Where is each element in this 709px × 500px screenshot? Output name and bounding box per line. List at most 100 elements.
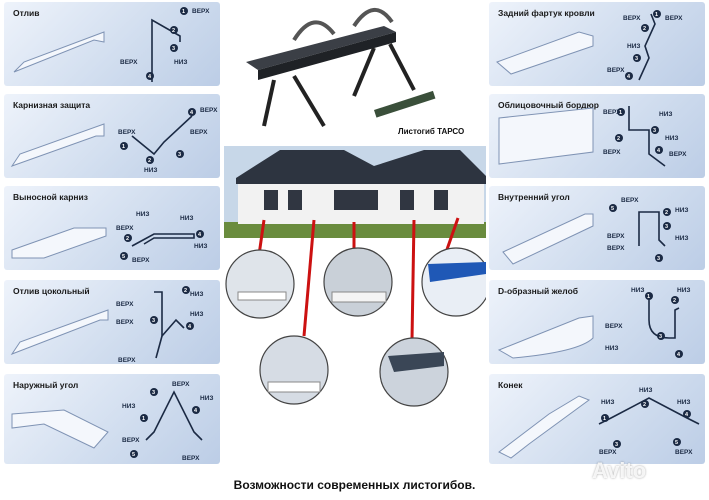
svg-text:1: 1 — [603, 416, 606, 422]
label-top: ВЕРХ — [200, 107, 218, 114]
panel-title: Наружный угол — [13, 380, 79, 390]
panel-karniznaya-zashchita: Карнизная защита ВЕРХ 4 ВЕРХ 1 2 3 ВЕРХ … — [4, 94, 220, 178]
profile-diagram: ВЕРХ НИЗ ВЕРХ НИЗ ВЕРХ 5 2 3 3 — [502, 197, 688, 265]
profile-diagram: ВЕРХ ВЕРХ НИЗ ВЕРХ 2 1 3 4 — [496, 10, 683, 81]
svg-text:2: 2 — [665, 210, 668, 216]
svg-text:2: 2 — [172, 28, 175, 34]
svg-text:3: 3 — [657, 256, 660, 262]
panel-title: Облицовочный бордюр — [498, 100, 599, 110]
profile-diagram: НИЗ НИЗ ВЕРХ НИЗ 1 2 3 4 — [497, 287, 690, 359]
label-bottom: НИЗ — [677, 287, 690, 294]
label-bottom: НИЗ — [627, 43, 640, 50]
avito-watermark: Avito — [592, 458, 647, 483]
label-top: ВЕРХ — [603, 109, 621, 116]
svg-text:2: 2 — [673, 298, 676, 304]
svg-text:5: 5 — [611, 206, 614, 212]
label-bottom: НИЗ — [180, 215, 193, 222]
panel-otliv-tsokolny: Отлив цокольный ВЕРХ НИЗ ВЕРХ НИЗ ВЕРХ 2… — [4, 280, 220, 364]
svg-text:1: 1 — [142, 416, 145, 422]
machine-label: Листогиб ТАРСО — [398, 127, 465, 136]
svg-text:3: 3 — [152, 318, 155, 324]
svg-text:3: 3 — [659, 334, 662, 340]
panel-title: Карнизная защита — [13, 100, 91, 110]
label-top: ВЕРХ — [120, 59, 138, 66]
label-top: ВЕРХ — [116, 225, 134, 232]
svg-text:3: 3 — [635, 56, 638, 62]
svg-text:2: 2 — [184, 288, 187, 294]
svg-text:3: 3 — [653, 128, 656, 134]
label-top: ВЕРХ — [675, 449, 693, 456]
svg-text:4: 4 — [627, 74, 631, 80]
svg-text:3: 3 — [172, 46, 175, 52]
svg-text:2: 2 — [148, 158, 151, 164]
panel-title: Конек — [498, 380, 523, 390]
label-top: ВЕРХ — [118, 129, 136, 136]
label-top: ВЕРХ — [603, 149, 621, 156]
profile-diagram: ВЕРХ 4 ВЕРХ 1 2 3 ВЕРХ НИЗ — [10, 107, 218, 174]
label-bottom: НИЗ — [190, 291, 203, 298]
svg-text:3: 3 — [152, 390, 155, 396]
detail-circles — [225, 247, 486, 407]
profile-diagram: НИЗ НИЗ НИЗ ВЕРХ ВЕРХ 1 2 4 3 5 — [498, 387, 700, 459]
svg-text:2: 2 — [643, 402, 646, 408]
svg-text:3: 3 — [178, 152, 181, 158]
svg-text:4: 4 — [677, 352, 681, 358]
panel-title: Отлив цокольный — [13, 286, 90, 296]
label-bottom: НИЗ — [122, 403, 135, 410]
svg-text:1: 1 — [647, 294, 650, 300]
svg-text:2: 2 — [126, 236, 129, 242]
panel-vynosnoy-karniz: Выносной карниз НИЗ НИЗ ВЕРХ НИЗ ВЕРХ 2 … — [4, 186, 220, 270]
panel-title: D-образный желоб — [498, 286, 579, 296]
label-top: ВЕРХ — [669, 151, 687, 158]
label-bottom: НИЗ — [136, 211, 149, 218]
profile-diagram: ВЕРХ НИЗ ВЕРХ НИЗ ВЕРХ 1 3 2 4 — [498, 106, 687, 167]
label-top: ВЕРХ — [118, 357, 136, 364]
svg-text:1: 1 — [122, 144, 125, 150]
label-bottom: НИЗ — [144, 167, 157, 174]
label-top: ВЕРХ — [192, 8, 210, 15]
svg-text:2: 2 — [643, 26, 646, 32]
panel-otliv: Отлив 1 ВЕРХ 3 2 ВЕРХ 4 НИЗ — [4, 2, 220, 86]
label-top: ВЕРХ — [621, 197, 639, 204]
panel-d-zhelob: D-образный желоб НИЗ НИЗ ВЕРХ НИЗ 1 2 3 … — [489, 280, 705, 364]
panel-title: Отлив — [13, 8, 40, 18]
label-top: ВЕРХ — [190, 129, 208, 136]
profile-diagram: НИЗ НИЗ ВЕРХ НИЗ ВЕРХ 2 4 5 — [11, 211, 207, 264]
center-illustration — [224, 8, 486, 407]
label-top: ВЕРХ — [132, 257, 150, 264]
svg-text:1: 1 — [182, 9, 185, 15]
label-bottom: НИЗ — [639, 387, 652, 394]
svg-text:3: 3 — [665, 224, 668, 230]
panel-naruzhny-ugol: Наружный угол ВЕРХ НИЗ НИЗ ВЕРХ ВЕРХ 3 1… — [4, 374, 220, 464]
label-top: ВЕРХ — [172, 381, 190, 388]
panel-title: Выносной карниз — [13, 192, 89, 202]
label-top: ВЕРХ — [116, 301, 134, 308]
panel-title: Задний фартук кровли — [498, 8, 595, 18]
label-top: ВЕРХ — [607, 245, 625, 252]
svg-text:1: 1 — [619, 110, 622, 116]
label-bottom: НИЗ — [174, 59, 187, 66]
svg-text:4: 4 — [190, 110, 194, 116]
label-bottom: НИЗ — [200, 395, 213, 402]
svg-text:4: 4 — [188, 324, 192, 330]
panel-konek: Конек НИЗ НИЗ НИЗ ВЕРХ ВЕРХ 1 2 4 3 5 — [489, 374, 705, 464]
label-bottom: НИЗ — [190, 311, 203, 318]
profile-diagram: ВЕРХ НИЗ ВЕРХ НИЗ ВЕРХ 2 3 4 — [10, 286, 203, 364]
label-top: ВЕРХ — [623, 15, 641, 22]
panel-vnutrenny-ugol: Внутренний угол ВЕРХ НИЗ ВЕРХ НИЗ ВЕРХ 5… — [489, 186, 705, 270]
label-bottom: НИЗ — [659, 111, 672, 118]
svg-text:4: 4 — [657, 148, 661, 154]
label-top: ВЕРХ — [599, 449, 617, 456]
label-bottom: НИЗ — [665, 135, 678, 142]
label-bottom: НИЗ — [675, 207, 688, 214]
svg-text:4: 4 — [148, 74, 152, 80]
svg-text:4: 4 — [194, 408, 198, 414]
label-top: ВЕРХ — [605, 323, 623, 330]
label-bottom: НИЗ — [605, 345, 618, 352]
bending-machine — [246, 8, 436, 128]
label-bottom: НИЗ — [194, 243, 207, 250]
label-top: ВЕРХ — [607, 233, 625, 240]
label-bottom: НИЗ — [677, 399, 690, 406]
label-top: ВЕРХ — [122, 437, 140, 444]
svg-text:4: 4 — [198, 232, 202, 238]
